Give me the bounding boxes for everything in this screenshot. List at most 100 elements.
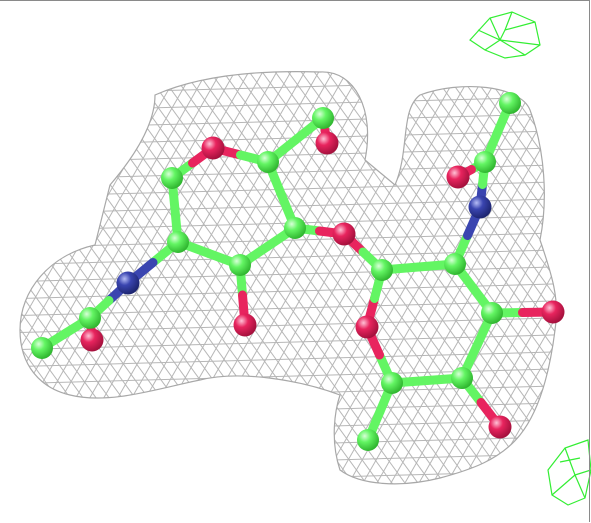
oxygen-atom — [355, 315, 379, 339]
mesh-line — [20, 350, 557, 368]
mesh-line — [547, 71, 557, 484]
mesh-line — [209, 71, 557, 484]
mesh-line — [507, 71, 557, 484]
mesh-line — [353, 71, 557, 484]
mesh-line — [20, 71, 25, 484]
carbon-atom — [167, 231, 189, 253]
mesh-line — [20, 282, 557, 300]
mesh-line — [20, 71, 97, 484]
carbon-atom — [312, 107, 334, 129]
mesh-line — [20, 71, 396, 484]
carbon-atom — [371, 259, 393, 281]
nitrogen-atom — [116, 271, 140, 295]
oxygen-atom — [446, 165, 470, 189]
mesh-line — [20, 71, 109, 484]
mesh-line — [378, 71, 557, 484]
difference-density-blob-bottom — [547, 439, 591, 506]
mesh-line — [144, 71, 526, 484]
density-mesh-outline — [19, 70, 558, 485]
mesh-line — [20, 71, 110, 484]
carbon-atom — [229, 254, 251, 276]
mesh-line — [20, 71, 344, 484]
mesh-line — [20, 452, 557, 470]
mesh-line — [20, 163, 557, 181]
carbon-atom — [474, 151, 496, 173]
carbon-atom — [444, 253, 466, 275]
difference-density-blob-top — [469, 11, 541, 59]
mesh-line — [20, 71, 193, 484]
mesh-line — [31, 71, 333, 484]
mesh-line — [20, 71, 221, 484]
molecule-atoms — [31, 92, 565, 451]
oxygen-atom — [233, 313, 257, 337]
mesh-line — [456, 71, 557, 484]
mesh-line — [20, 71, 383, 484]
mesh-line — [20, 71, 81, 484]
mesh-line — [0, 0, 5, 523]
mesh-line — [20, 71, 207, 484]
mesh-line — [564, 0, 591, 523]
mesh-line — [0, 487, 591, 503]
mesh-line — [339, 71, 557, 484]
mesh-line — [20, 71, 319, 484]
carbon-atom — [257, 151, 279, 173]
mesh-line — [465, 71, 557, 484]
mesh-line — [20, 71, 45, 484]
mesh-line — [409, 71, 557, 484]
mesh-line — [20, 367, 557, 385]
carbon-atom — [451, 367, 473, 389]
oxygen-atom — [201, 136, 225, 160]
carbon-atom — [381, 372, 403, 394]
carbon-atom — [284, 217, 306, 239]
nitrogen-atom — [468, 195, 492, 219]
oxygen-atom — [541, 300, 565, 324]
oxygen-atom — [315, 131, 339, 155]
mesh-line — [20, 71, 235, 484]
mesh-line — [20, 71, 71, 484]
carbon-atom — [481, 302, 503, 324]
mesh-line — [118, 71, 500, 484]
oxygen-atom — [80, 328, 104, 352]
mesh-line — [451, 71, 557, 484]
oxygen-atom — [332, 222, 356, 246]
mesh-line — [45, 71, 347, 484]
carbon-atom — [31, 337, 53, 359]
mesh-line — [20, 71, 58, 484]
carbon-atom — [79, 307, 101, 329]
mesh-line — [20, 265, 557, 283]
mesh-line — [367, 71, 557, 484]
mesh-line — [20, 71, 39, 484]
mesh-line — [20, 71, 357, 484]
mesh-line — [20, 180, 557, 198]
mesh-line — [535, 71, 557, 484]
mesh-line — [20, 71, 53, 484]
mesh-line — [20, 231, 557, 249]
mesh-line — [20, 71, 123, 484]
mesh-line — [287, 71, 557, 484]
mesh-line — [157, 71, 539, 484]
mesh-line — [508, 71, 557, 484]
mesh-line — [222, 71, 557, 484]
mesh-line — [20, 435, 557, 453]
mesh-line — [0, 0, 18, 523]
mesh-line — [395, 71, 557, 484]
mesh-line — [105, 71, 487, 484]
mesh-line — [20, 469, 557, 484]
mesh-line — [20, 71, 95, 484]
mesh-line — [0, 0, 10, 523]
mesh-line — [20, 248, 557, 266]
oxygen-atom — [488, 415, 512, 439]
mesh-line — [20, 71, 249, 484]
mesh-line — [20, 71, 370, 484]
molecule-bonds — [37, 98, 558, 445]
carbon-atom — [357, 429, 379, 451]
mesh-line — [437, 71, 557, 484]
carbon-atom — [499, 92, 521, 114]
mesh-line — [20, 71, 123, 484]
mesh-line — [381, 71, 557, 484]
mesh-line — [20, 71, 214, 484]
carbon-atom — [161, 167, 183, 189]
